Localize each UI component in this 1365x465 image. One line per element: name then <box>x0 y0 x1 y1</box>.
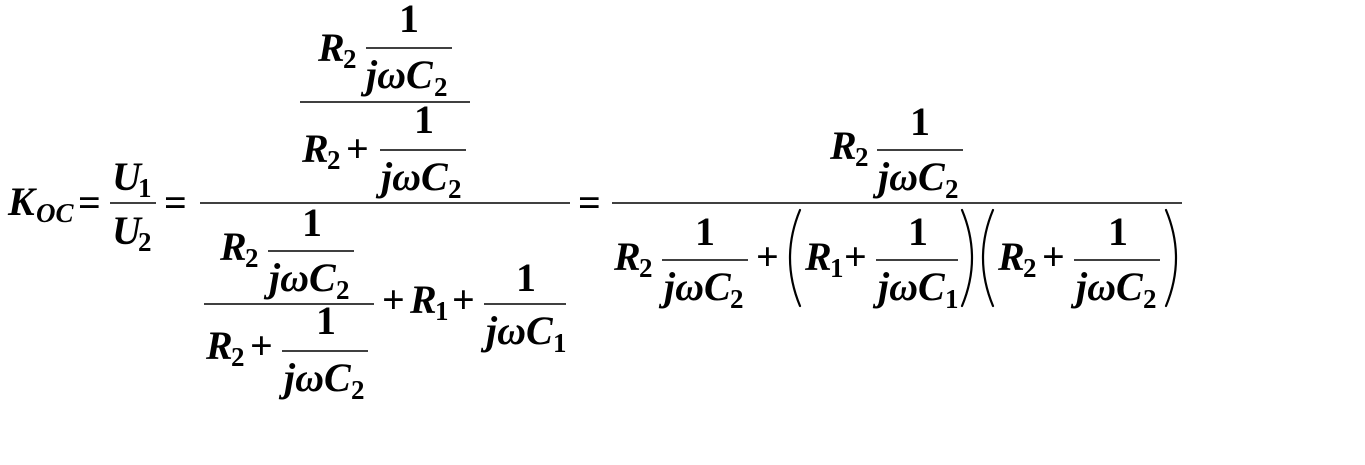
den-den-plus: + <box>250 323 273 368</box>
ratio-u-bottom-subscript: 2 <box>138 227 152 257</box>
den-r1: R <box>409 277 437 322</box>
den-den-jwc: jωC <box>278 355 352 400</box>
compound-fraction: R 2 1 jωC 2 R 2 + 1 jωC 2 R 2 1 jωC 2 R <box>200 0 570 405</box>
simplified-denominator: R 2 1 jωC 2 + R 1 + 1 jωC 1 R 2 + 1 jωC <box>613 208 1178 314</box>
den-den-one: 1 <box>316 298 336 343</box>
num-den-plus: + <box>346 126 369 171</box>
lhs: K OC = U 1 U 2 = <box>7 154 187 257</box>
rhs-den-r2-subscript: 2 <box>639 253 653 283</box>
rhs-num-r2-subscript: 2 <box>855 142 869 172</box>
ratio-u-top: U <box>112 154 143 199</box>
den-den-r2: R <box>205 323 233 368</box>
rhs-den-jwc-subscript: 2 <box>730 284 744 314</box>
den-plus-r1: + <box>382 277 405 322</box>
num-den-r2-subscript: 2 <box>327 145 341 175</box>
den-jwc: jωC <box>263 255 337 300</box>
den-r2-subscript: 2 <box>245 243 259 273</box>
den-one: 1 <box>302 200 322 245</box>
den-plus-c1: + <box>452 277 475 322</box>
rhs-c2-jwc-subscript: 2 <box>1143 284 1157 314</box>
rhs-r2b: R <box>997 234 1025 279</box>
paren-left-2 <box>981 208 995 308</box>
rhs-num-jwc-subscript: 2 <box>945 174 959 204</box>
paren-right-2 <box>1164 208 1178 308</box>
equals-2: = <box>164 180 187 225</box>
rhs-den-jwc: jωC <box>658 264 732 309</box>
num-den-one: 1 <box>414 97 434 142</box>
lhs-k: K <box>7 179 37 224</box>
num-den-jwc: jωC <box>375 154 449 199</box>
rhs-c1-jwc: jωC <box>872 264 946 309</box>
num-den-r2: R <box>301 126 329 171</box>
rhs-c1-one: 1 <box>908 209 928 254</box>
den-r1-subscript: 1 <box>435 296 449 326</box>
num-jwc-subscript: 2 <box>434 72 448 102</box>
num-jwc: jωC <box>360 52 434 97</box>
lhs-k-subscript: OC <box>36 198 74 228</box>
simplified-numerator: R 2 1 jωC 2 <box>829 99 963 204</box>
rhs-den-plus-1: + <box>756 234 779 279</box>
rhs-num-one: 1 <box>910 99 930 144</box>
ratio-u-bottom: U <box>112 208 143 253</box>
rhs-r1-subscript: 1 <box>830 253 844 283</box>
paren-left-1 <box>788 208 802 308</box>
rhs-num-jwc: jωC <box>872 154 946 199</box>
rhs-plus-c2: + <box>1042 234 1065 279</box>
den-r2: R <box>219 224 247 269</box>
den-den-r2-subscript: 2 <box>231 342 245 372</box>
rhs-den-r2: R <box>613 234 641 279</box>
rhs-plus-c1: + <box>844 234 867 279</box>
rhs-num-r2: R <box>829 123 857 168</box>
den-den-jwc-subscript: 2 <box>351 375 365 405</box>
equals-1: = <box>78 180 101 225</box>
ratio-u-top-subscript: 1 <box>138 173 152 203</box>
rhs-c2-one: 1 <box>1108 209 1128 254</box>
rhs-c2-jwc: jωC <box>1070 264 1144 309</box>
den-c1-jwc-subscript: 1 <box>553 328 567 358</box>
rhs-den-one: 1 <box>695 209 715 254</box>
num-one: 1 <box>399 0 419 41</box>
den-c1-jwc: jωC <box>480 308 554 353</box>
num-den-jwc-subscript: 2 <box>448 174 462 204</box>
den-jwc-subscript: 2 <box>336 275 350 305</box>
rhs-r2b-subscript: 2 <box>1023 253 1037 283</box>
rhs-c1-jwc-subscript: 1 <box>945 284 959 314</box>
paren-right-1 <box>960 208 974 308</box>
denominator: R 2 1 jωC 2 R 2 + 1 jωC 2 + R 1 + 1 jωC … <box>204 200 567 405</box>
rhs-r1: R <box>804 234 832 279</box>
num-r2: R <box>317 25 345 70</box>
num-r2-subscript: 2 <box>343 44 357 74</box>
den-c1-one: 1 <box>516 255 536 300</box>
numerator: R 2 1 jωC 2 R 2 + 1 jωC 2 <box>300 0 470 204</box>
simplified-fraction: R 2 1 jωC 2 R 2 1 jωC 2 + R 1 + 1 jωC 1 <box>612 99 1182 314</box>
equals-3: = <box>578 180 601 225</box>
